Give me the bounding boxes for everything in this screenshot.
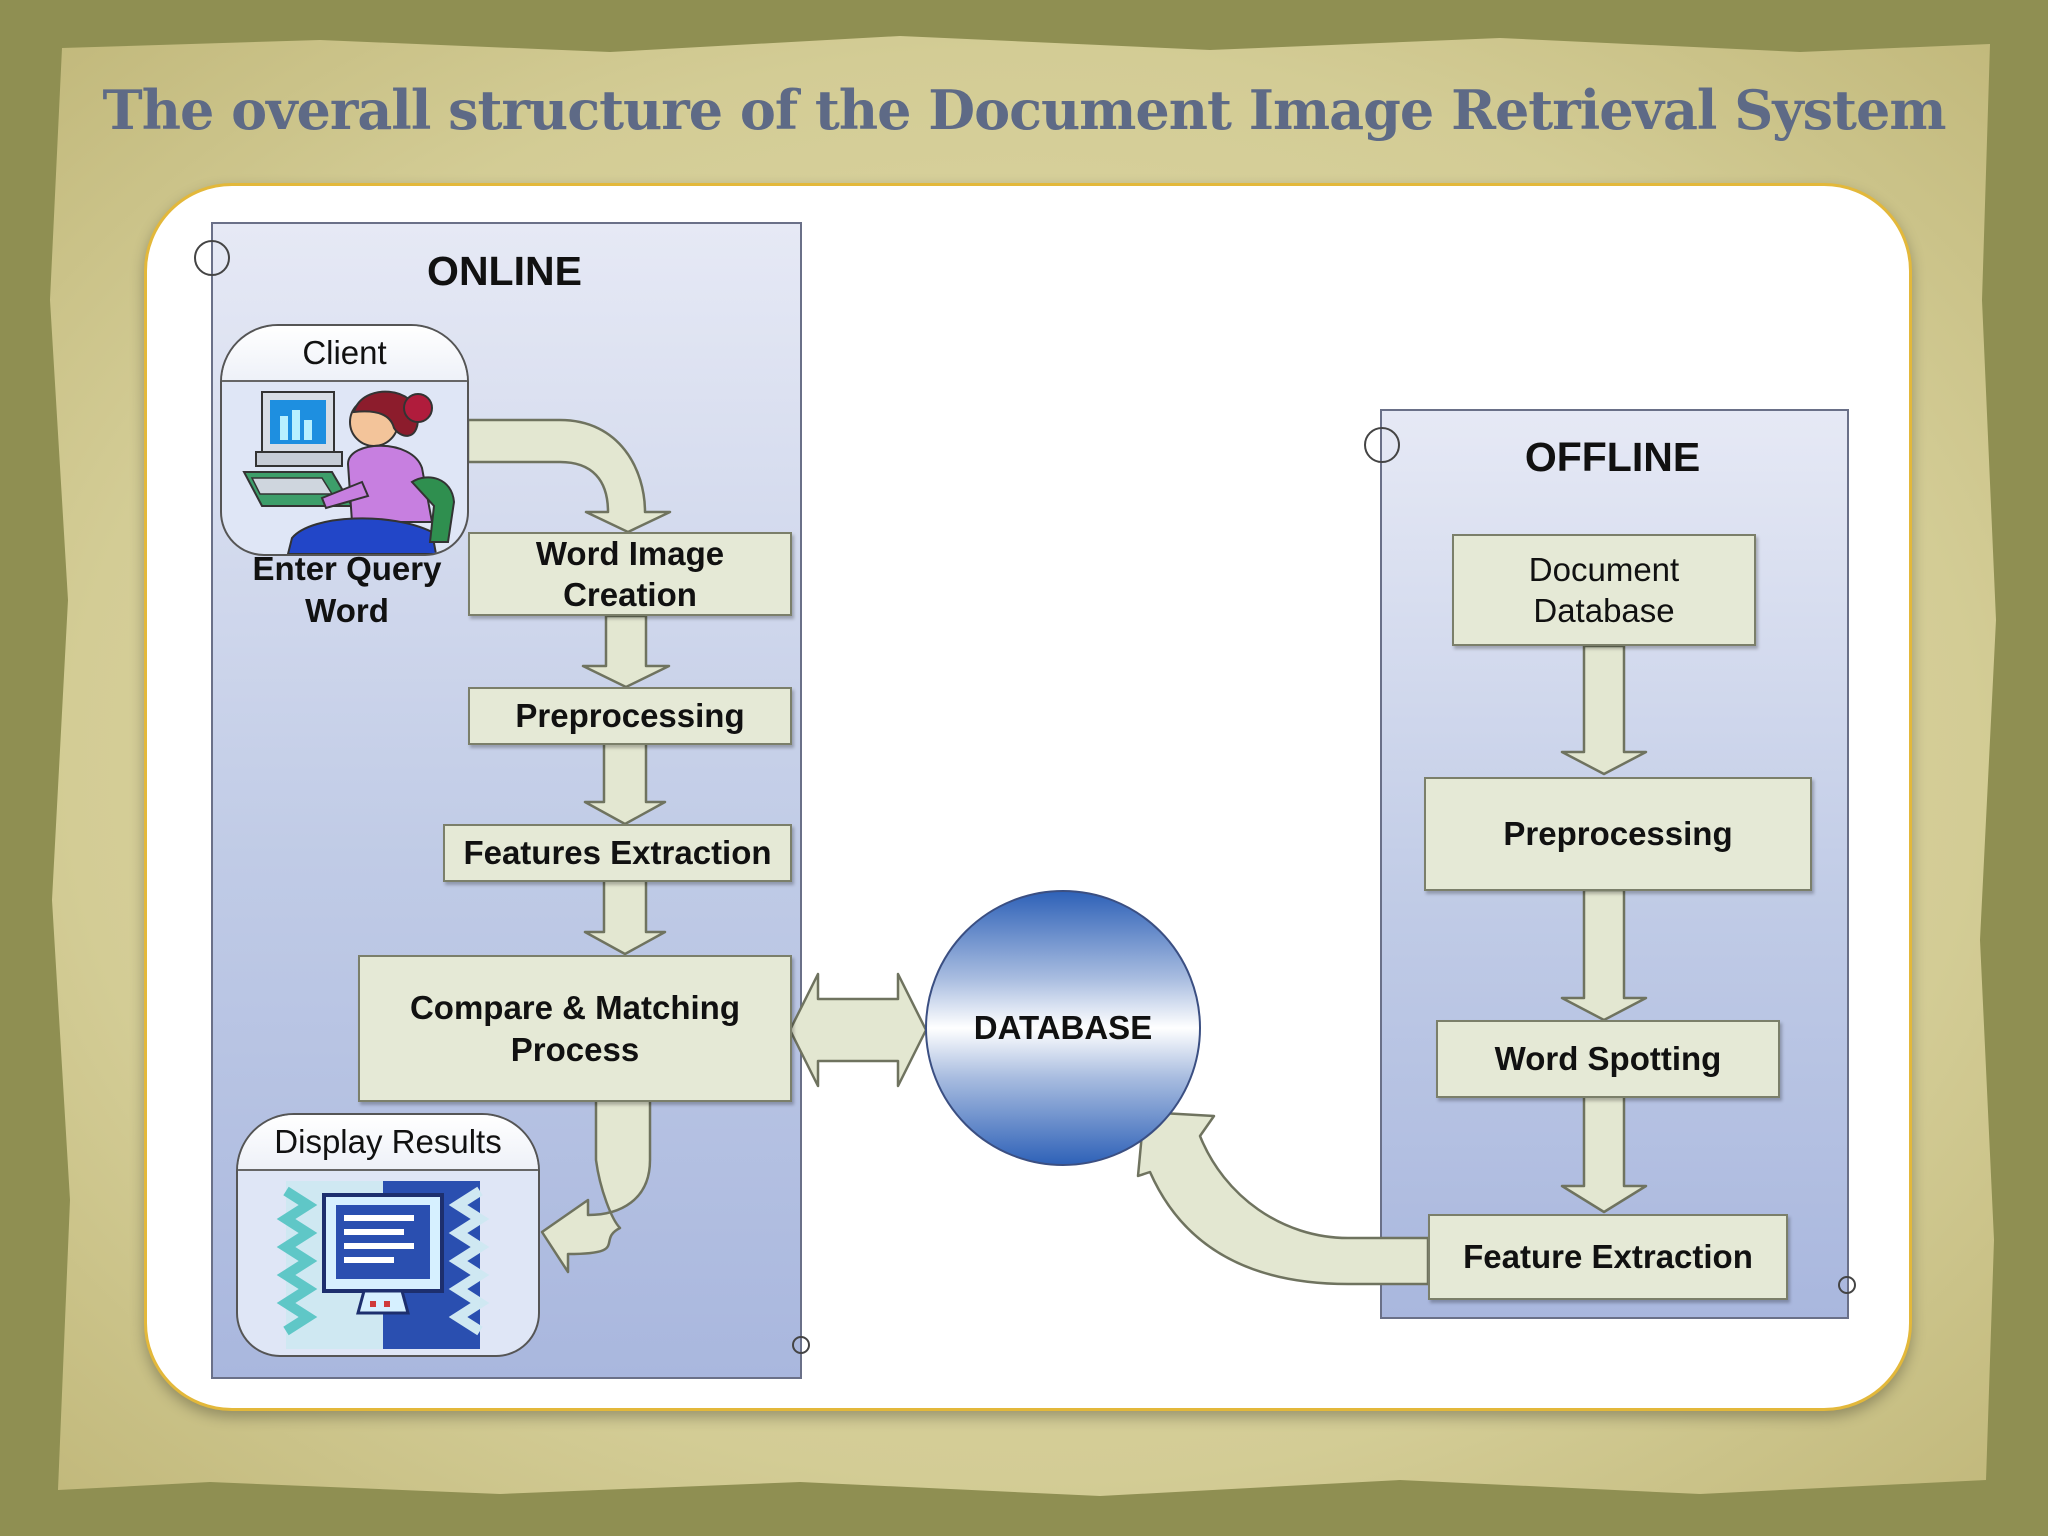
display-monitor-icon xyxy=(276,1181,490,1349)
selection-handle xyxy=(792,1336,810,1354)
preprocessing-online-box: Preprocessing xyxy=(468,687,792,745)
selection-handle xyxy=(194,240,230,276)
down-arrow-offline-1 xyxy=(1560,644,1648,776)
online-heading: ONLINE xyxy=(427,248,582,294)
display-results-label: Display Results xyxy=(238,1115,538,1171)
word-spotting-box: Word Spotting xyxy=(1436,1020,1780,1098)
database-node: DATABASE xyxy=(925,890,1201,1166)
compare-to-display-arrow xyxy=(540,1098,652,1274)
features-extraction-box: Features Extraction xyxy=(443,824,792,882)
offline-heading: OFFLINE xyxy=(1524,434,1701,480)
slide-title: The overall structure of the Document Im… xyxy=(102,78,1947,142)
feature-to-database-arrow xyxy=(1136,1110,1430,1286)
compare-matching-box: Compare & Matching Process xyxy=(358,955,792,1102)
computer-user-icon xyxy=(242,390,456,554)
down-arrow-online-2 xyxy=(583,741,667,826)
down-arrow-offline-2 xyxy=(1560,888,1648,1022)
client-label: Client xyxy=(222,326,467,382)
enter-query-word-label: Enter Query Word xyxy=(252,550,442,629)
feature-extraction-box: Feature Extraction xyxy=(1428,1214,1788,1300)
down-arrow-online-1 xyxy=(581,614,671,689)
preprocessing-offline-box: Preprocessing xyxy=(1424,777,1812,891)
selection-handle xyxy=(1364,427,1400,463)
selection-handle xyxy=(1838,1276,1856,1294)
display-results-card: Display Results xyxy=(236,1113,540,1357)
compare-database-double-arrow xyxy=(788,972,928,1088)
client-to-word-image-arrow xyxy=(466,418,672,534)
word-image-creation-box: Word Image Creation xyxy=(468,532,792,616)
down-arrow-offline-3 xyxy=(1560,1094,1648,1214)
client-card: Client xyxy=(220,324,469,556)
document-database-box: Document Database xyxy=(1452,534,1756,646)
down-arrow-online-3 xyxy=(583,878,667,956)
